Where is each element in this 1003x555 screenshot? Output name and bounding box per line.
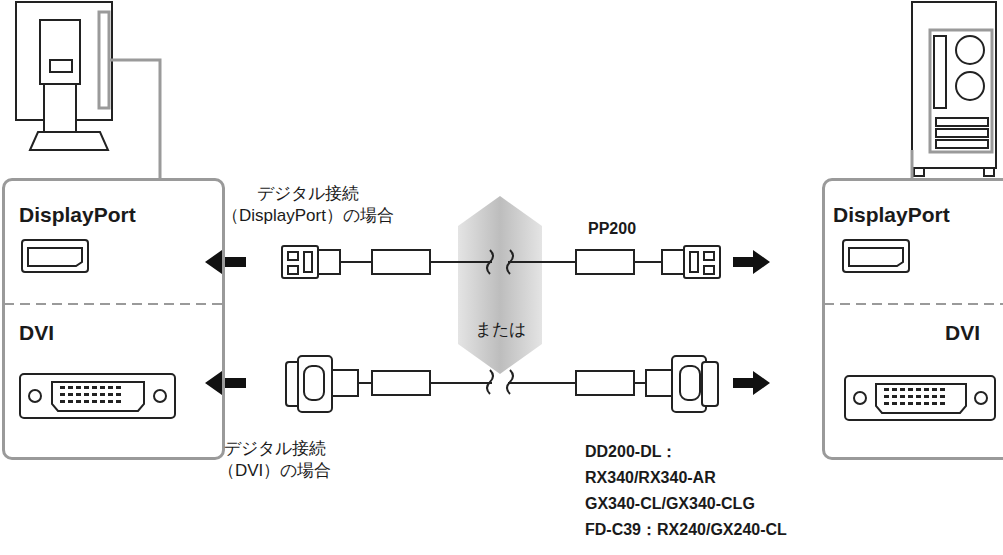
or-arrow [458,196,542,374]
cable-models: DD200-DL： RX340/RX340-AR GX340-CL/GX340-… [585,439,755,517]
cable-models: FD-C39：RX240/GX240-CL [585,517,787,543]
connection-note: デジタル接続 （DisplayPort）の場合 [222,183,394,227]
port-name: DVI [19,321,54,344]
direction-arrow [205,250,770,395]
port-name: DisplayPort [19,203,136,226]
or-text: または [475,319,526,341]
port-name: DVI [945,321,980,344]
pc-output-panel: DisplayPortDVI [822,178,1003,460]
monitor-illustration [16,2,160,180]
cable-name: PP200 [588,216,636,242]
port-name: DisplayPort [833,203,950,226]
monitor-input-panel: DisplayPortDVI [2,178,225,460]
pc-illustration [912,2,996,180]
dvi-cable [286,356,718,412]
displayport-cable [282,246,720,278]
connection-note: デジタル接続 （DVI）の場合 [218,438,331,482]
dvi-port [20,374,995,420]
